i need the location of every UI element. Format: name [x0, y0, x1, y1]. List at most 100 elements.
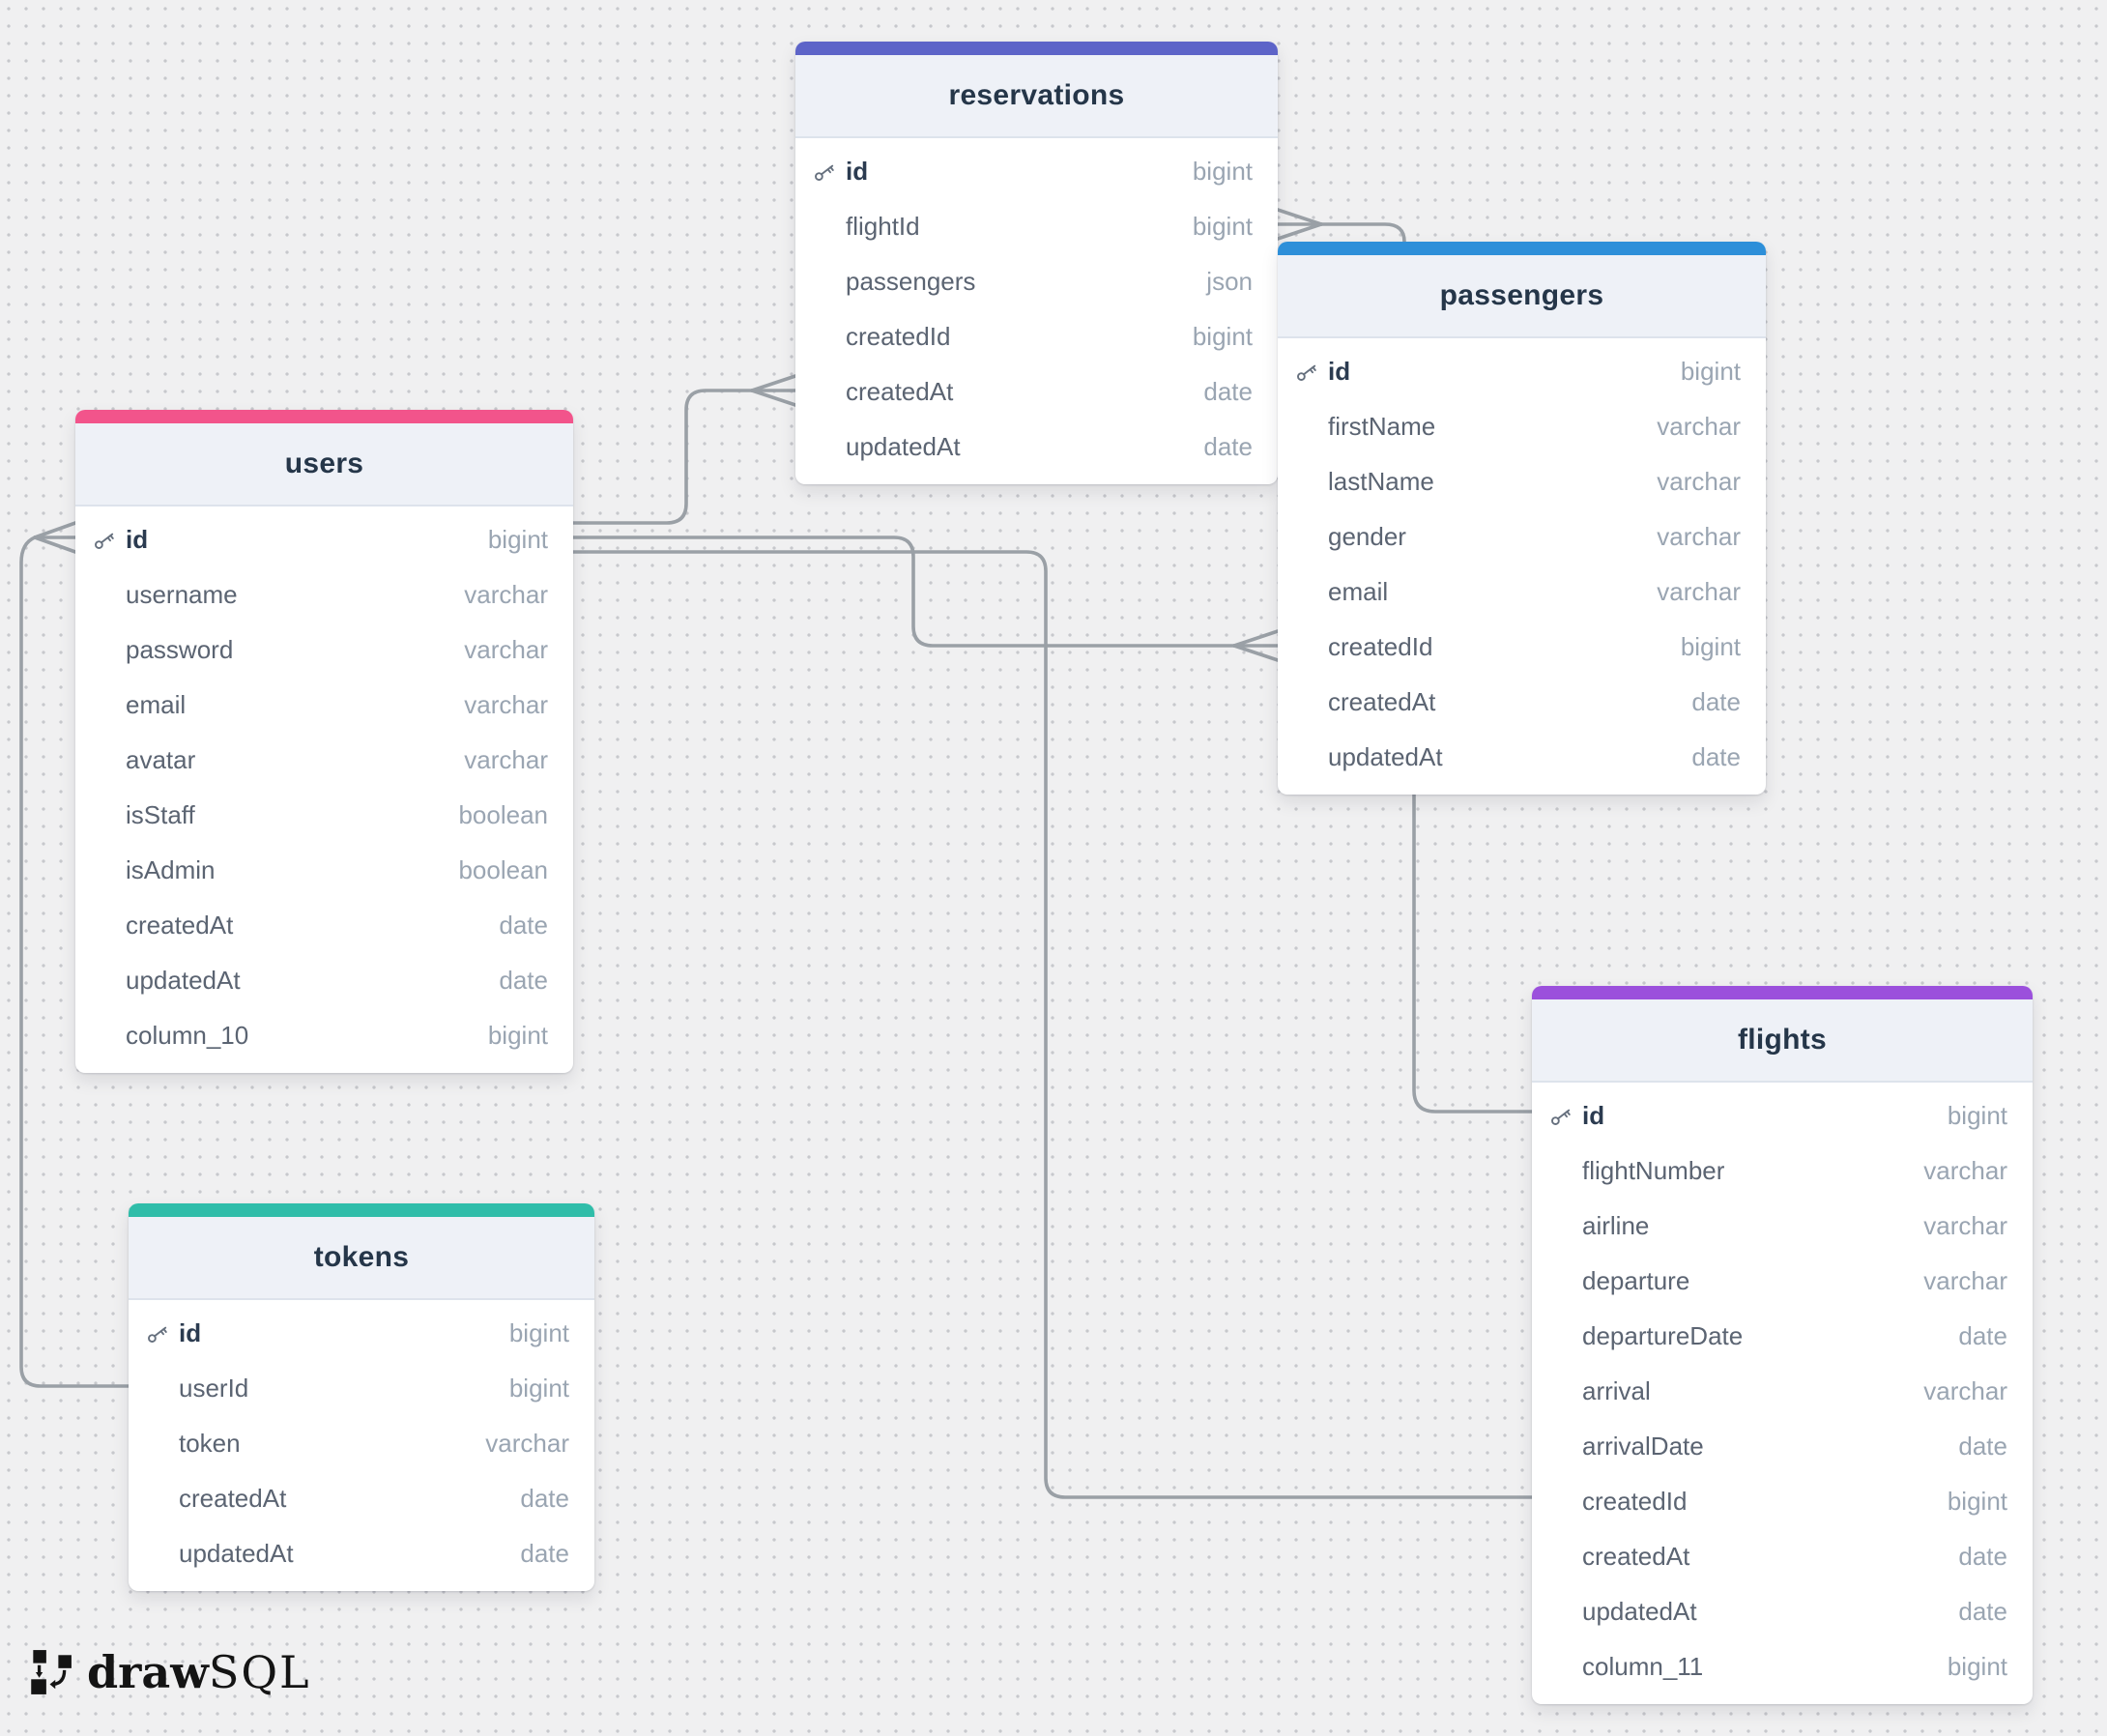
column-type: varchar [1923, 1156, 2007, 1185]
column-name: createdAt [1328, 687, 1436, 716]
column-name: email [1328, 577, 1389, 606]
table-header: users [75, 423, 573, 506]
column-row-avatar[interactable]: avatar varchar [75, 733, 573, 788]
column-name: createdId [1328, 632, 1433, 661]
column-type: json [1206, 267, 1253, 296]
crow-foot-icon [1232, 629, 1280, 648]
column-row-passengers[interactable]: passengers json [795, 254, 1278, 309]
relationship-line[interactable] [568, 550, 1536, 1499]
relationship-users-passengers[interactable] [568, 535, 1280, 662]
column-name: column_11 [1582, 1652, 1704, 1681]
column-type: varchar [464, 745, 548, 774]
table-accent-bar [75, 410, 573, 423]
relationship-users-reservations[interactable] [568, 374, 797, 525]
relationship-line[interactable] [568, 389, 754, 525]
primary-key-icon [813, 160, 836, 184]
relationship-users-flights[interactable] [568, 550, 1536, 1499]
column-name: createdAt [846, 377, 954, 406]
crow-foot-icon [33, 521, 77, 539]
column-type: varchar [1657, 577, 1741, 606]
column-row-column_11[interactable]: column_11 bigint [1532, 1639, 2033, 1694]
relationship-reservations-passengers[interactable] [1276, 208, 1406, 247]
column-name: passengers [846, 267, 976, 296]
column-name: updatedAt [846, 432, 961, 461]
drawsql-logo-icon [31, 1650, 72, 1694]
column-type: varchar [1923, 1376, 2007, 1405]
relationship-tokens-users[interactable] [19, 521, 132, 1388]
column-name: flightId [846, 212, 920, 241]
table-accent-bar [795, 42, 1278, 55]
column-type: bigint [1192, 322, 1253, 351]
column-type: bigint [487, 1021, 548, 1050]
relationship-line[interactable] [19, 535, 132, 1388]
column-name: updatedAt [1582, 1597, 1697, 1626]
column-type: bigint [1192, 157, 1253, 186]
crow-foot-icon [1276, 222, 1323, 241]
table-accent-bar [1532, 986, 2033, 999]
relationship-passengers-flights[interactable] [1412, 787, 1536, 1114]
drawsql-wordmark: drawSQL [87, 1645, 311, 1699]
table-header: tokens [129, 1217, 594, 1300]
column-row-email[interactable]: email varchar [1278, 564, 1766, 620]
relationship-line[interactable] [568, 535, 1236, 648]
crow-foot-icon [1232, 644, 1280, 662]
relationship-line[interactable] [1319, 222, 1406, 247]
relationship-line[interactable] [1412, 787, 1536, 1114]
column-type: varchar [464, 690, 548, 719]
column-name: createdId [1582, 1487, 1688, 1516]
column-type: date [520, 1484, 569, 1513]
column-name: departureDate [1582, 1321, 1744, 1350]
column-type: varchar [1657, 522, 1741, 551]
table-header: passengers [1278, 255, 1766, 338]
column-name: avatar [126, 745, 196, 774]
column-type: bigint [1947, 1652, 2007, 1681]
column-name: id [179, 1318, 202, 1347]
column-type: varchar [464, 635, 548, 664]
column-type: varchar [485, 1429, 569, 1458]
table-header: reservations [795, 55, 1278, 138]
